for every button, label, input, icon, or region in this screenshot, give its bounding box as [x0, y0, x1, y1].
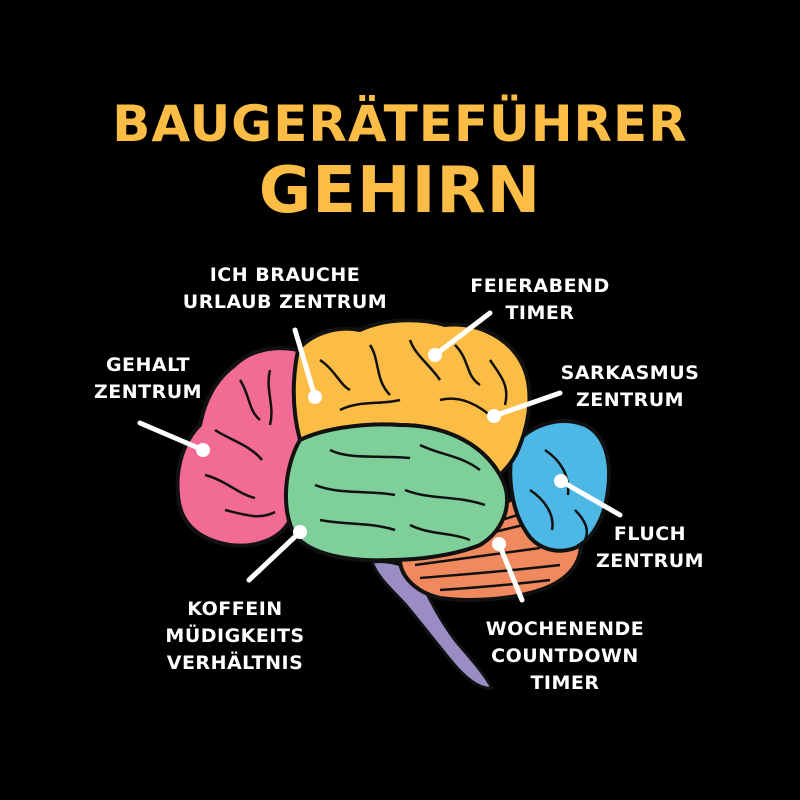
pointer-sarkasmus	[491, 390, 563, 419]
label-line: FEIERABEND	[470, 275, 610, 297]
label-line: ZENTRUM	[595, 550, 705, 572]
label-feierabend-timer: FEIERABEND TIMER	[465, 273, 615, 327]
label-line: SARKASMUS	[560, 362, 700, 384]
label-line: ICH BRAUCHE	[209, 264, 361, 286]
pointer-dot-wochenende	[492, 537, 506, 551]
pointer-dot-urlaub	[308, 390, 322, 404]
label-line: TIMER	[505, 302, 575, 324]
label-line: ZENTRUM	[93, 381, 203, 403]
label-koffein-verhaeltnis: KOFFEIN MÜDIGKEITS VERHÄLTNIS	[160, 596, 310, 677]
label-line: MÜDIGKEITS	[165, 625, 305, 647]
pointer-dot-fluch	[554, 474, 568, 488]
label-line: GEHALT	[105, 354, 191, 376]
label-line: TIMER	[530, 672, 600, 694]
pointer-dot-feierabend	[428, 348, 442, 362]
pointer-koffein	[246, 529, 303, 583]
title-line-1: BAUGERÄTEFÜHRER	[112, 95, 688, 153]
label-line: URLAUB ZENTRUM	[182, 291, 388, 313]
label-line: FLUCH	[613, 523, 687, 545]
pointer-dot-gehalt	[196, 443, 210, 457]
pointer-feierabend	[432, 310, 493, 358]
pointer-gehalt	[137, 420, 206, 453]
pointer-dot-koffein	[293, 525, 307, 539]
label-line: KOFFEIN	[187, 598, 283, 620]
label-line: WOCHENENDE	[485, 618, 645, 640]
pointer-dot-sarkasmus	[487, 409, 501, 423]
pointer-wochenende	[496, 541, 525, 603]
label-sarkasmus-zentrum: SARKASMUS ZENTRUM	[555, 360, 705, 414]
pointer-fluch	[558, 478, 623, 518]
label-line: ZENTRUM	[575, 389, 685, 411]
pointer-urlaub	[292, 327, 318, 400]
label-urlaub-zentrum: ICH BRAUCHE URLAUB ZENTRUM	[180, 262, 390, 316]
label-fluch-zentrum: FLUCH ZENTRUM	[590, 521, 710, 575]
label-wochenende-countdown: WOCHENENDE COUNTDOWN TIMER	[480, 616, 650, 697]
label-line: VERHÄLTNIS	[166, 652, 304, 674]
temporal-region	[284, 422, 510, 563]
title-line-2: GEHIRN	[258, 154, 542, 228]
label-gehalt-zentrum: GEHALT ZENTRUM	[88, 352, 208, 406]
label-line: COUNTDOWN	[491, 645, 639, 667]
